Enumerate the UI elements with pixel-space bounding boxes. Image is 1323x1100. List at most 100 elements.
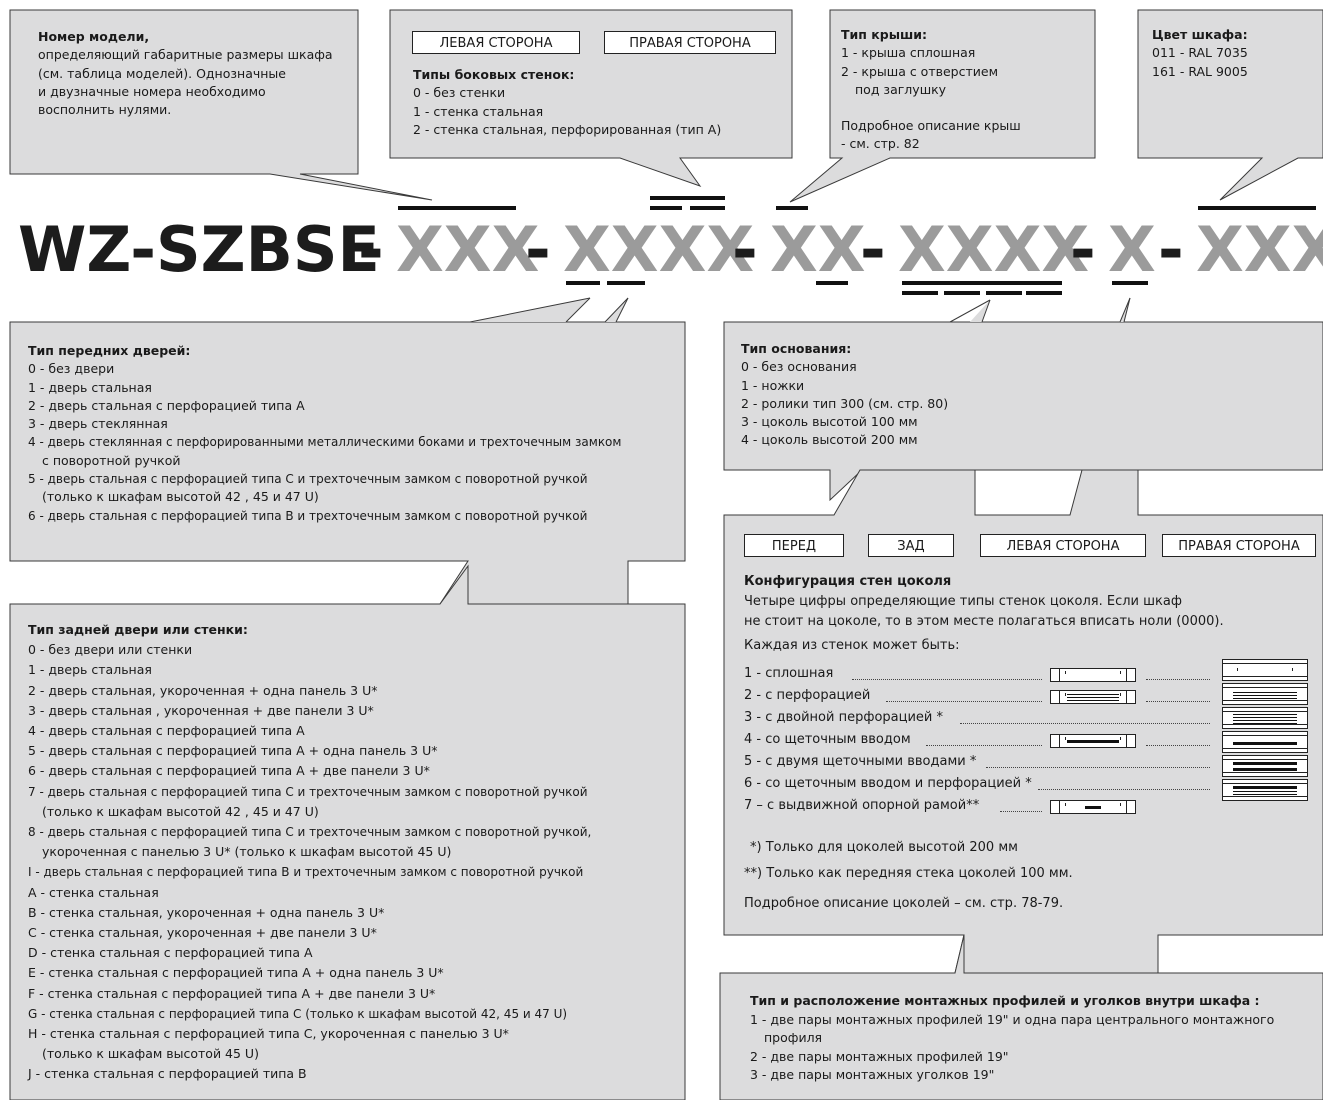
- plinth-side-symbol-solid: [1222, 659, 1308, 681]
- rear-line: 8 - дверь стальная с перфорацией типа С …: [28, 825, 592, 840]
- code-sep: -: [358, 213, 384, 286]
- underbar-plinth-2b: [944, 291, 980, 295]
- rear-line: 3 - дверь стальная , укороченная + две п…: [28, 702, 374, 718]
- side-walls-title: Типы боковых стенок:: [413, 67, 575, 82]
- leader: [1000, 810, 1042, 812]
- plinth-item: 6 - со щеточным вводом и перфорацией *: [744, 776, 1032, 791]
- plinth-symbol-frame: [1050, 800, 1136, 814]
- code-group-profiles: X: [1108, 213, 1156, 286]
- plinth-intro: не стоит на цоколе, то в этом месте пола…: [744, 614, 1224, 629]
- side-walls-line: 0 - без стенки: [413, 85, 506, 101]
- leader: [1146, 678, 1210, 680]
- underbar-profiles: [1112, 281, 1148, 285]
- profiles-line: 2 - две пары монтажных профилей 19": [750, 1048, 1009, 1064]
- roof-line: 1 - крыша сплошная: [841, 45, 976, 61]
- callout-roof: [789, 9, 1096, 203]
- rear-line: укороченная с панелью 3 U* (только к шка…: [42, 844, 452, 860]
- base-box: Тип основания: 0 - без основания 1 - нож…: [741, 340, 1301, 450]
- rear-line: 1 - дверь стальная: [28, 662, 152, 678]
- leader: [960, 722, 1210, 724]
- roof-title: Тип крыши:: [841, 27, 928, 42]
- plinth-notes: *) Только для цоколей высотой 200 мм **)…: [744, 838, 1314, 914]
- profiles-line: профиля: [764, 1030, 823, 1045]
- underbar-plinth-1: [902, 281, 1062, 285]
- code-prefix: WZ-SZBSE: [18, 213, 380, 286]
- plinth-item: 7 – с выдвижной опорной рамой**: [744, 798, 980, 813]
- rear-line: 0 - без двери или стенки: [28, 642, 193, 658]
- side-walls-line: 1 - стенка стальная: [413, 103, 544, 119]
- leader: [1146, 700, 1210, 702]
- overbar-side-2b: [690, 206, 725, 210]
- code-sep: -: [860, 213, 886, 286]
- code-group-doors-walls: XXXX: [563, 213, 755, 286]
- profiles-line: 1 - две пары монтажных профилей 19" и од…: [750, 1011, 1275, 1027]
- rear-line: G - стенка стальная с перфорацией типа С…: [28, 1006, 568, 1021]
- code-sep: -: [732, 213, 758, 286]
- rear-line: A - стенка стальная: [28, 884, 159, 900]
- code-group-base: XXXX: [898, 213, 1090, 286]
- plinth-note: Подробное описание цоколей – см. стр. 78…: [744, 896, 1064, 911]
- plinth-side-symbol-perforated: [1222, 683, 1308, 705]
- callout-color: [1137, 9, 1323, 201]
- roof-line: - см. стр. 82: [841, 136, 920, 152]
- tag-rear: ЗАД: [868, 534, 954, 557]
- code-sep: -: [525, 213, 551, 286]
- model-line: и двузначные номера необходимо: [38, 83, 266, 99]
- front-doors-line: с поворотной ручкой: [42, 452, 181, 468]
- code-group-roof: XX: [770, 213, 866, 286]
- underbar-base: [816, 281, 848, 285]
- underbar-front: [566, 281, 600, 285]
- color-line: 161 - RAL 9005: [1152, 63, 1248, 79]
- base-line: 4 - цоколь высотой 200 мм: [741, 432, 918, 448]
- overbar-side-1: [650, 196, 725, 200]
- rear-line: C - стенка стальная, укороченная + две п…: [28, 925, 377, 941]
- base-line: 1 - ножки: [741, 377, 805, 393]
- front-doors-line: 2 - дверь стальная с перфорацией типа А: [28, 397, 305, 413]
- plinth-item: 4 - со щеточным вводом: [744, 732, 911, 747]
- rear-line: F - стенка стальная с перфорацией типа А…: [28, 985, 436, 1001]
- front-doors-line: 6 - дверь стальная с перфорацией типа В …: [28, 508, 588, 523]
- plinth-side-symbol-brush: [1222, 731, 1308, 753]
- leader: [1038, 788, 1210, 790]
- front-doors-line: (только к шкафам высотой 42 , 45 и 47 U): [42, 489, 319, 505]
- tag-front: ПЕРЕД: [744, 534, 844, 557]
- code-sep: -: [1070, 213, 1096, 286]
- plinth-item: 5 - с двумя щеточными вводами *: [744, 754, 977, 769]
- roof-line: Подробное описание крыш: [841, 118, 1021, 134]
- plinth-symbol-brush: [1050, 734, 1136, 748]
- front-doors-box: Тип передних дверей: 0 - без двери 1 - д…: [28, 342, 678, 525]
- plinth-items: 1 - сплошная 2 - с перфорацией 3 - с дво…: [724, 659, 1323, 834]
- plinth-side-symbol-two-brush: [1222, 755, 1308, 777]
- overbar-roof: [776, 206, 808, 210]
- roof-spacer: [841, 99, 1086, 117]
- callout-rear: [9, 564, 686, 1100]
- code-sep: -: [1158, 213, 1184, 286]
- rear-line: 5 - дверь стальная с перфорацией типа А …: [28, 743, 438, 759]
- plinth-item: 1 - сплошная: [744, 666, 834, 681]
- overbar-model: [398, 206, 516, 210]
- front-doors-line: 1 - дверь стальная: [28, 379, 152, 395]
- profiles-line: 3 - две пары монтажных уголков 19": [750, 1067, 995, 1082]
- plinth-intro: Четыре цифры определяющие типы стенок цо…: [744, 594, 1182, 609]
- model-number-title: Номер модели,: [38, 29, 150, 44]
- base-line: 3 - цоколь высотой 100 мм: [741, 414, 918, 430]
- rear-line: E - стенка стальная с перфорацией типа А…: [28, 965, 444, 981]
- roof-line: под заглушку: [855, 81, 947, 97]
- code-group-color: XXX: [1196, 213, 1323, 286]
- plinth-side-symbol-double-perforated: [1222, 707, 1308, 729]
- rear-line: (только к шкафам высотой 45 U): [42, 1046, 259, 1062]
- tag-left-side: ЛЕВАЯ СТОРОНА: [980, 534, 1146, 557]
- plinth-box: Конфигурация стен цоколя Четыре цифры оп…: [744, 572, 1314, 656]
- side-walls-line: 2 - стенка стальная, перфорированная (ти…: [413, 121, 722, 137]
- tag-right-side: ПРАВАЯ СТОРОНА: [1162, 534, 1316, 557]
- color-line: 011 - RAL 7035: [1152, 45, 1248, 61]
- plinth-side-symbol-brush-perforated: [1222, 779, 1308, 801]
- roof-box: Тип крыши: 1 - крыша сплошная 2 - крыша …: [841, 26, 1086, 154]
- plinth-item: 3 - с двойной перфорацией *: [744, 710, 944, 725]
- rear-title: Тип задней двери или стенки:: [28, 622, 248, 637]
- rear-line: 4 - дверь стальная с перфорацией типа А: [28, 723, 305, 739]
- front-doors-title: Тип передних дверей:: [28, 343, 191, 358]
- tag-right-side: ПРАВАЯ СТОРОНА: [604, 31, 776, 54]
- underbar-plinth-2c: [986, 291, 1022, 295]
- leader: [852, 678, 1042, 680]
